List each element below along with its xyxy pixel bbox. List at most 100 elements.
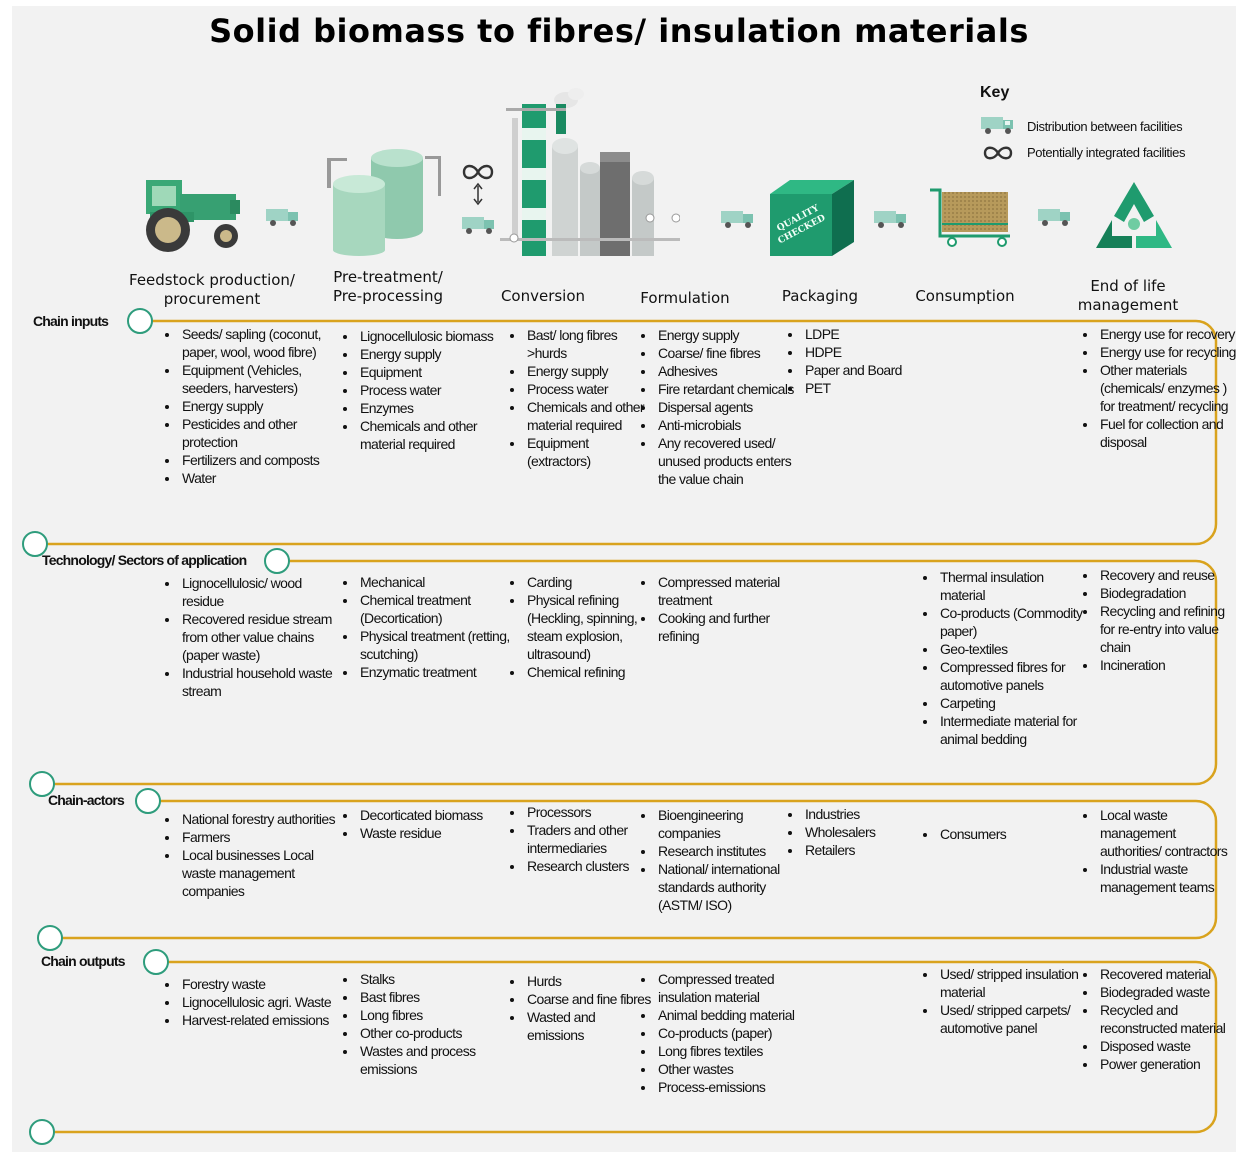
list-item: Wasted and emissions: [525, 1008, 655, 1044]
list-item: Recovered material: [1098, 965, 1238, 983]
list-item: Bioengineering companies: [656, 806, 806, 842]
list-item: Recovered residue stream from other valu…: [180, 610, 340, 664]
key-label-integrated: Potentially integrated facilities: [1027, 145, 1186, 160]
truck-icon: [462, 217, 494, 234]
list-item: Intermediate material for animal bedding: [938, 712, 1088, 748]
cell-feedstock-row-1: Seeds/ sapling (coconut, paper, wool, wo…: [158, 325, 340, 487]
list-item: Process-emissions: [656, 1078, 806, 1096]
row-label-chain-outputs: Chain outputs: [41, 953, 126, 969]
list-item: Energy use for recovery: [1098, 325, 1238, 343]
silo-tanks-icon: [327, 149, 441, 256]
list-item: Compressed treated insulation material: [656, 970, 806, 1006]
list-item: Long fibres textiles: [656, 1042, 806, 1060]
list-item: Energy supply: [525, 362, 655, 380]
list-item: Industrial household waste stream: [180, 664, 340, 700]
list-item: Energy supply: [358, 345, 510, 363]
key-title: Key: [980, 84, 1010, 101]
row-label-technology: Technology/ Sectors of application: [42, 552, 247, 568]
list-item: Lignocellulosic biomass: [358, 327, 510, 345]
list-item: Wastes and process emissions: [358, 1042, 510, 1078]
stage-heading-feedstock: Feedstock production/procurement: [129, 271, 295, 308]
tractor-icon: [146, 180, 240, 252]
cell-consumption-row-4: Used/ stripped insulation materialUsed/ …: [916, 965, 1088, 1037]
list-item: Thermal insulation material: [938, 568, 1088, 604]
cell-feedstock-row-3: National forestry authoritiesFarmersLoca…: [158, 810, 340, 900]
list-item: Carding: [525, 573, 655, 591]
refinery-factory-icon: [500, 88, 680, 256]
list-item: Coarse/ fine fibres: [656, 344, 806, 362]
key-label-distribution: Distribution between facilities: [1027, 119, 1183, 134]
row-node: [29, 1119, 55, 1145]
cell-formulation-row-3: Bioengineering companiesResearch institu…: [634, 806, 806, 914]
cell-pretreatment-row-3: Decorticated biomassWaste residue: [336, 806, 510, 842]
list-item: Energy supply: [656, 326, 806, 344]
list-item: Mechanical: [358, 573, 510, 591]
list-item: Compressed material treatment: [656, 573, 806, 609]
list-item: Lignocellulosic agri. Waste: [180, 993, 340, 1011]
list-item: National/ international standards author…: [656, 860, 806, 914]
list-item: Seeds/ sapling (coconut, paper, wool, wo…: [180, 325, 340, 361]
list-item: Wholesalers: [803, 823, 943, 841]
cell-feedstock-row-4: Forestry wasteLignocellulosic agri. Wast…: [158, 975, 340, 1029]
list-item: Hurds: [525, 972, 655, 990]
list-item: Chemicals and other material required: [358, 417, 510, 453]
cell-end-of-life-row-1: Energy use for recoveryEnergy use for re…: [1076, 325, 1238, 451]
list-item: Power generation: [1098, 1055, 1238, 1073]
list-item: Equipment (extractors): [525, 434, 655, 470]
list-item: Decorticated biomass: [358, 806, 510, 824]
list-item: Fuel for collection and disposal: [1098, 415, 1238, 451]
cell-end-of-life-row-3: Local waste management authorities/ cont…: [1076, 806, 1238, 896]
cell-formulation-row-1: Energy supplyCoarse/ fine fibresAdhesive…: [634, 326, 806, 488]
list-item: Animal bedding material: [656, 1006, 806, 1024]
list-item: Coarse and fine fibres: [525, 990, 655, 1008]
list-item: Long fibres: [358, 1006, 510, 1024]
list-item: Physical treatment (retting, scutching): [358, 627, 510, 663]
list-item: Industries: [803, 805, 943, 823]
row-node: [22, 531, 48, 557]
list-item: Stalks: [358, 970, 510, 988]
list-item: Process water: [525, 380, 655, 398]
list-item: Incineration: [1098, 656, 1238, 674]
list-item: Consumers: [938, 825, 1088, 843]
truck-icon: [266, 209, 298, 226]
list-item: Waste residue: [358, 824, 510, 842]
cell-conversion-row-1: Bast/ long fibres >hurdsEnergy supplyPro…: [503, 326, 655, 470]
cell-packaging-row-1: LDPEHDPEPaper and BoardPET: [781, 325, 943, 397]
row-node: [143, 949, 169, 975]
cell-pretreatment-row-4: StalksBast fibresLong fibresOther co-pro…: [336, 970, 510, 1078]
infinity-icon: [462, 164, 494, 206]
truck-icon: [981, 117, 1013, 134]
list-item: Any recovered used/ unused products ente…: [656, 434, 806, 488]
stage-heading-conversion: Conversion: [500, 287, 586, 305]
list-item: Equipment (Vehicles, seeders, harvesters…: [180, 361, 340, 397]
list-item: Research clusters: [525, 857, 655, 875]
list-item: Chemical refining: [525, 663, 655, 681]
list-item: Pesticides and other protection: [180, 415, 340, 451]
list-item: Anti-microbials: [656, 416, 806, 434]
list-item: Water: [180, 469, 340, 487]
list-item: Biodegraded waste: [1098, 983, 1238, 1001]
list-item: Physical refining (Heckling, spinning, s…: [525, 591, 655, 663]
list-item: Equipment: [358, 363, 510, 381]
list-item: Harvest-related emissions: [180, 1011, 340, 1029]
cell-conversion-row-4: HurdsCoarse and fine fibresWasted and em…: [503, 972, 655, 1044]
list-item: Enzymatic treatment: [358, 663, 510, 681]
list-item: Recycled and reconstructed material: [1098, 1001, 1238, 1037]
list-item: HDPE: [803, 343, 943, 361]
list-item: Other co-products: [358, 1024, 510, 1042]
infinity-icon: [983, 146, 1013, 160]
list-item: Co-products (Commodity paper): [938, 604, 1088, 640]
cell-formulation-row-4: Compressed treated insulation materialAn…: [634, 970, 806, 1096]
stage-heading-pretreatment: Pre-treatment/Pre-processing: [332, 268, 444, 305]
list-item: Carpeting: [938, 694, 1088, 712]
list-item: Chemicals and other material required: [525, 398, 655, 434]
list-item: Lignocellulosic/ wood residue: [180, 574, 340, 610]
list-item: Forestry waste: [180, 975, 340, 993]
list-item: Energy use for recycling: [1098, 343, 1238, 361]
list-item: Local businesses Local waste management …: [180, 846, 340, 900]
stage-heading-formulation: Formulation: [640, 289, 730, 307]
cell-pretreatment-row-2: MechanicalChemical treatment (Decorticat…: [336, 573, 510, 681]
cell-end-of-life-row-4: Recovered materialBiodegraded wasteRecyc…: [1076, 965, 1238, 1073]
recycle-icon: [1096, 182, 1172, 248]
